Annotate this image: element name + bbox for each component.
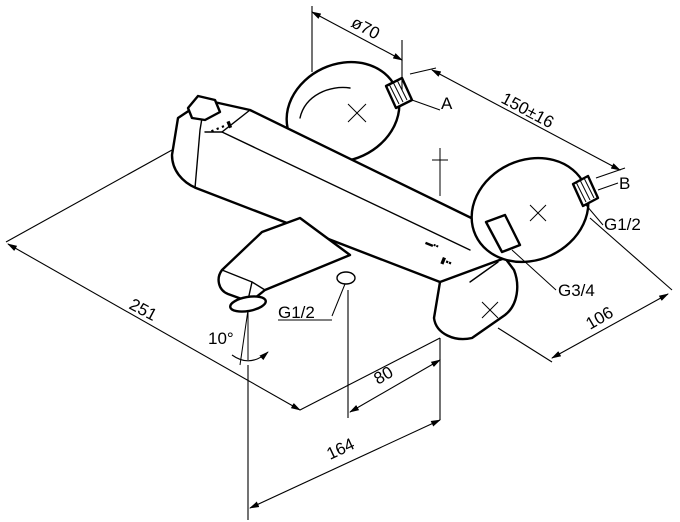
mixer-body: ▪ ▪ ▪ ▮ ▬▪▪ ▮▪▪ (170, 60, 600, 341)
dim-spout-offset: 80 (347, 290, 441, 418)
dim-spout-reach: 164 (247, 365, 441, 520)
svg-text:ø70: ø70 (348, 13, 383, 44)
svg-text:106: 106 (583, 303, 617, 334)
svg-text:80: 80 (371, 363, 397, 389)
label-b-leader: B (597, 174, 630, 193)
label-g12-right: G1/2 (585, 204, 641, 234)
svg-text:G1/2: G1/2 (278, 303, 315, 322)
svg-text:▮▪▪: ▮▪▪ (439, 255, 453, 269)
svg-text:A: A (441, 94, 453, 113)
right-end-cap (432, 256, 519, 341)
svg-text:164: 164 (324, 434, 358, 463)
angle-spout-tilt: 10° (208, 309, 269, 366)
svg-text:B: B (619, 174, 630, 193)
left-wall-flange (285, 60, 414, 164)
label-a-leader: A (411, 94, 453, 113)
svg-text:G3/4: G3/4 (558, 281, 595, 300)
svg-text:10°: 10° (208, 329, 234, 348)
right-wall-flange (470, 156, 600, 264)
label-g12-spout: G1/2 (278, 283, 346, 322)
svg-text:G1/2: G1/2 (604, 215, 641, 234)
svg-text:251: 251 (126, 295, 160, 325)
